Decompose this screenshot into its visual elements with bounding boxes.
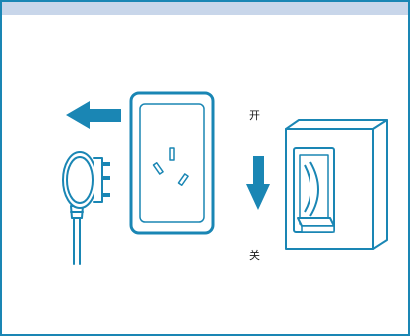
plug-icon — [62, 151, 110, 265]
switch-off-label: 关 — [249, 249, 260, 262]
wall-socket-icon — [129, 91, 215, 235]
switch-on-label: 开 — [249, 109, 260, 122]
arrow-down-icon — [246, 156, 270, 210]
switch-box-icon — [285, 119, 388, 250]
header-band — [2, 2, 408, 15]
arrow-left-icon — [66, 101, 121, 129]
